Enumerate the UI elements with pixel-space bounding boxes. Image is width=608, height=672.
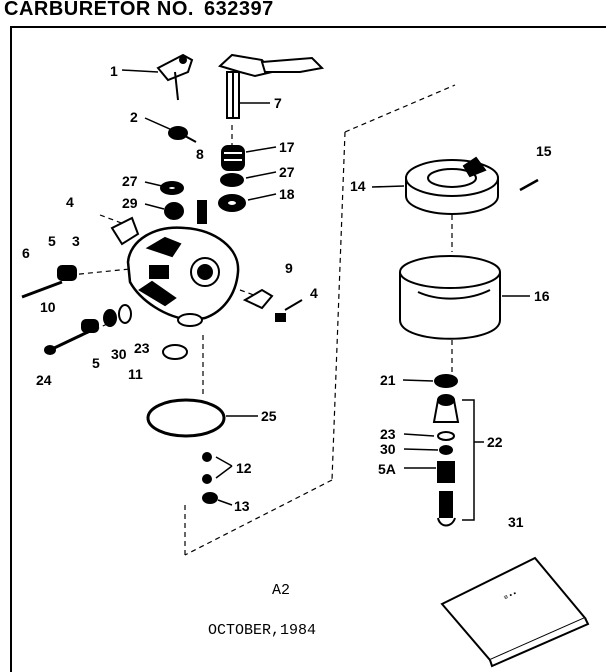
screw-4-right-part (275, 299, 303, 322)
callout-30-right: 30 (380, 441, 396, 457)
gasket-25-part (146, 398, 226, 438)
callout-31: 31 (508, 514, 524, 530)
screw-15-part (519, 178, 539, 192)
callout-8: 8 (196, 146, 204, 162)
parts: ≡ ▪ ▪ (21, 53, 590, 668)
callout-16: 16 (534, 288, 550, 304)
float-valve-stack-part (432, 374, 460, 527)
callout-6: 6 (22, 245, 30, 261)
diagram-date: OCTOBER,1984 (208, 622, 316, 639)
callout-25: 25 (261, 408, 277, 424)
fuel-bowl-14-part (405, 156, 499, 215)
callout-4-left: 4 (66, 194, 74, 210)
callout-22: 22 (487, 434, 503, 450)
callout-23-left: 23 (134, 340, 150, 356)
needle-6-part (21, 280, 63, 299)
callout-5-upper: 5 (48, 233, 56, 249)
callout-4-right: 4 (310, 285, 318, 301)
callout-24: 24 (36, 372, 52, 388)
choke-shaft-part (218, 53, 325, 119)
callout-14: 14 (350, 178, 366, 194)
callout-21: 21 (380, 372, 396, 388)
callout-23-right: 23 (380, 426, 396, 442)
callout-9: 9 (285, 260, 293, 276)
callout-29: 29 (122, 195, 138, 211)
callout-12: 12 (236, 460, 252, 476)
guide-line-bottom-left (184, 479, 333, 556)
retainer-13-part (202, 492, 218, 504)
callout-7: 7 (274, 95, 282, 111)
callout-1: 1 (110, 63, 118, 79)
carburetor-body-part (126, 226, 240, 327)
callout-15: 15 (536, 143, 552, 159)
frame-top-border (10, 26, 606, 28)
throttle-lever-part (156, 53, 194, 101)
float-bowl-16-part (399, 255, 501, 340)
ball-12-upper-part (202, 452, 212, 462)
plug-11-part (162, 344, 188, 360)
callout-11: 11 (128, 366, 143, 382)
callout-27-left: 27 (122, 173, 138, 189)
guide-line-top-right (344, 84, 456, 133)
callout-2: 2 (130, 109, 138, 125)
frame-left-border (10, 26, 12, 672)
callout-18: 18 (279, 186, 295, 202)
callout-labels: 1 2 3 4 4 5 5 5A 6 7 8 9 10 11 12 13 14 … (22, 63, 552, 530)
callout-13: 13 (234, 498, 250, 514)
callout-5A: 5A (378, 461, 396, 477)
idle-screw-assembly-part (44, 304, 132, 355)
callout-5-lower: 5 (92, 355, 100, 371)
callout-27-right: 27 (279, 164, 295, 180)
callout-30-left: 30 (111, 346, 127, 362)
seal-29-part (164, 202, 184, 220)
svg-text:≡ ▪ ▪: ≡ ▪ ▪ (503, 590, 518, 602)
throttle-plate-part (110, 216, 140, 246)
page-title: CARBURETOR NO. 632397 (4, 0, 274, 21)
spring-5-upper-part (57, 265, 77, 281)
pin-8-part (197, 200, 207, 224)
callout-10: 10 (40, 299, 56, 315)
carburetor-number: 632397 (203, 0, 274, 20)
leader-lines (121, 69, 530, 521)
guide-line-center-left (331, 131, 346, 481)
diagram-code: A2 (272, 582, 290, 599)
callout-17: 17 (279, 139, 295, 155)
title-label: CARBURETOR NO. (4, 0, 194, 20)
screw-2-part (168, 126, 197, 143)
choke-plate-part (242, 288, 274, 310)
ball-12-lower-part (202, 474, 212, 484)
callout-3: 3 (72, 233, 80, 249)
washer-27-upper-part (220, 173, 244, 187)
spring-17-part (221, 145, 245, 171)
instruction-booklet-31-part: ≡ ▪ ▪ (440, 556, 590, 668)
